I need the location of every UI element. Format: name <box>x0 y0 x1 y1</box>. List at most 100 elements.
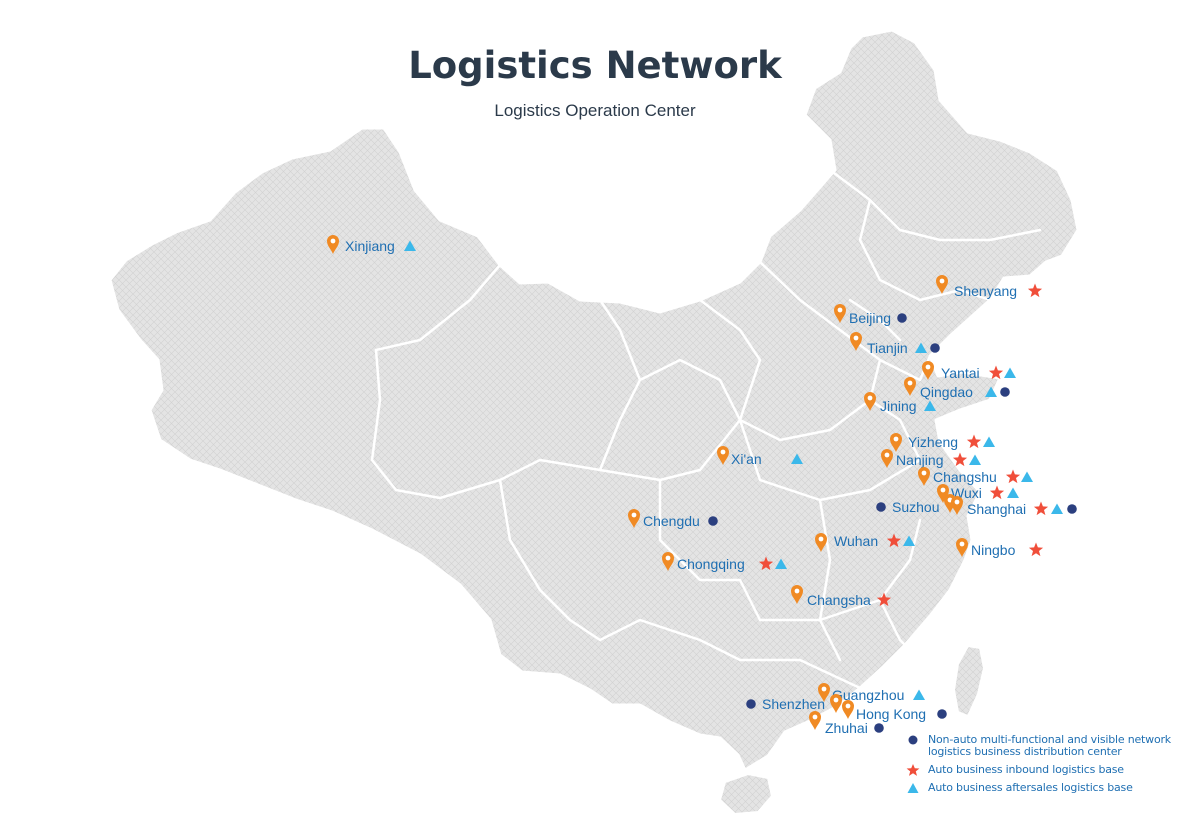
aftersales-base-triangle-icon <box>775 558 787 569</box>
star-icon <box>906 764 920 776</box>
city-marker[interactable]: Xi'an <box>717 446 803 467</box>
map-pin-hole <box>818 536 824 542</box>
land-mass <box>108 28 1080 816</box>
city-label: Chengdu <box>643 513 700 529</box>
map-pin-hole <box>959 541 965 547</box>
inbound-base-star-icon <box>966 434 982 449</box>
city-label: Shanghai <box>967 501 1026 517</box>
page-title: Logistics Network <box>408 44 782 87</box>
city-marker[interactable]: Jining <box>864 392 936 414</box>
map-pin-hole <box>631 512 637 518</box>
map-pin-hole <box>940 487 946 493</box>
city-marker[interactable]: Hong Kong <box>842 700 947 722</box>
map-pin-icon[interactable] <box>904 377 916 396</box>
city-marker[interactable]: Shanghai <box>951 496 1077 517</box>
city-label: Qingdao <box>920 384 973 400</box>
inbound-base-star-icon <box>1005 469 1021 484</box>
legend-label: Auto business inbound logistics base <box>928 763 1124 776</box>
city-marker[interactable]: Chongqing <box>662 552 787 572</box>
aftersales-base-triangle-icon <box>791 453 803 464</box>
distribution-center-dot-icon <box>897 313 907 323</box>
inbound-base-star-icon <box>988 365 1004 380</box>
city-marker[interactable]: Nanjing <box>881 449 981 468</box>
aftersales-base-triangle-icon <box>1007 487 1019 498</box>
city-marker[interactable]: Xinjiang <box>327 235 416 254</box>
city-marker[interactable]: Guangzhou <box>818 683 925 703</box>
inbound-base-star-icon <box>1028 542 1044 557</box>
map-pin-icon[interactable] <box>881 449 893 468</box>
map-pin-icon[interactable] <box>834 304 846 323</box>
city-label: Hong Kong <box>856 706 926 722</box>
city-label: Yantai <box>941 365 980 381</box>
map-pin-hole <box>925 364 931 370</box>
city-marker[interactable]: Changshu <box>918 467 1033 486</box>
inbound-base-star-icon <box>1027 283 1043 298</box>
city-marker[interactable]: Shenyang <box>936 275 1043 299</box>
legend-label: Non-auto multi-functional and visible ne… <box>928 733 1171 746</box>
distribution-center-dot-icon <box>746 699 756 709</box>
city-label: Shenzhen <box>762 696 825 712</box>
city-label: Guangzhou <box>832 687 904 703</box>
city-marker[interactable]: Wuhan <box>815 533 915 552</box>
city-marker[interactable]: Shenzhen <box>746 694 842 713</box>
map-pin-hole <box>833 697 839 703</box>
city-marker[interactable]: Yantai <box>922 361 1016 381</box>
city-label: Xinjiang <box>345 238 395 254</box>
city-marker[interactable]: Tianjin <box>850 332 940 356</box>
map-pin-icon[interactable] <box>830 694 842 713</box>
map-pin-icon[interactable] <box>327 235 339 254</box>
map-pin-hole <box>939 278 945 284</box>
legend-label: Auto business aftersales logistics base <box>928 781 1133 794</box>
map-pin-hole <box>884 452 890 458</box>
map-pin-icon[interactable] <box>890 433 902 452</box>
city-marker[interactable]: Qingdao <box>904 377 1010 400</box>
city-marker[interactable]: Ningbo <box>956 538 1044 558</box>
map-pin-icon[interactable] <box>951 496 963 515</box>
map-pin-icon[interactable] <box>815 533 827 552</box>
map-pin-icon[interactable] <box>662 552 674 571</box>
map-pin-icon[interactable] <box>936 275 948 294</box>
map-pin-icon[interactable] <box>956 538 968 557</box>
map-pin-icon[interactable] <box>628 509 640 528</box>
map-pin-icon[interactable] <box>717 446 729 465</box>
legend-item-aftersales-base: Auto business aftersales logistics base <box>906 782 1188 794</box>
map-pin-icon[interactable] <box>922 361 934 380</box>
mainland-shape <box>108 28 1080 772</box>
hainan-island <box>718 772 774 816</box>
map-pin-hole <box>867 395 873 401</box>
inbound-base-star-icon <box>886 533 902 548</box>
map-pin-icon[interactable] <box>809 711 821 730</box>
map-pin-icon[interactable] <box>864 392 876 411</box>
map-pin-icon[interactable] <box>791 585 803 604</box>
distribution-center-dot-icon <box>708 516 718 526</box>
map-pin-hole <box>837 307 843 313</box>
map-pin-hole <box>954 499 960 505</box>
dot-icon <box>908 735 918 745</box>
map-pin-icon[interactable] <box>850 332 862 351</box>
city-marker[interactable]: Yizheng <box>890 433 995 452</box>
city-marker[interactable]: Chengdu <box>628 509 718 529</box>
city-marker[interactable]: Beijing <box>834 304 907 326</box>
aftersales-base-triangle-icon <box>1051 503 1063 514</box>
distribution-center-dot-icon <box>1067 504 1077 514</box>
map-pin-hole <box>330 238 336 244</box>
legend-item-inbound-base: Auto business inbound logistics base <box>906 764 1188 776</box>
city-label: Suzhou <box>892 499 939 515</box>
aftersales-base-triangle-icon <box>985 386 997 397</box>
map-pin-icon[interactable] <box>842 700 854 719</box>
city-marker[interactable]: Zhuhai <box>809 711 884 736</box>
map-pin-icon[interactable] <box>818 683 830 702</box>
map-pin-icon[interactable] <box>918 467 930 486</box>
map-pin-hole <box>720 449 726 455</box>
map-pin-icon[interactable] <box>937 484 949 503</box>
aftersales-base-triangle-icon <box>1004 367 1016 378</box>
map-pin-hole <box>812 714 818 720</box>
city-marker[interactable]: Changsha <box>791 585 892 608</box>
city-label: Chongqing <box>677 556 745 572</box>
inbound-base-star-icon <box>758 556 774 571</box>
aftersales-base-triangle-icon <box>924 400 936 411</box>
city-label: Ningbo <box>971 542 1016 558</box>
page-subtitle: Logistics Operation Center <box>494 101 696 120</box>
city-label: Shenyang <box>954 283 1017 299</box>
